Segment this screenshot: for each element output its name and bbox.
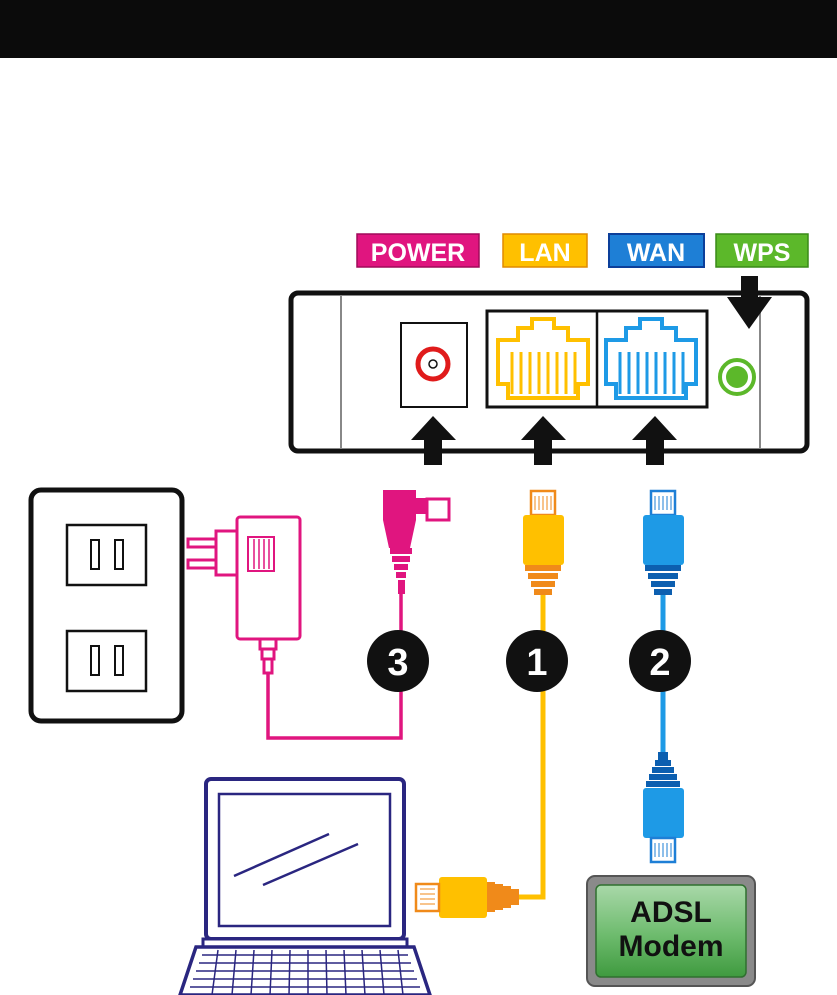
wan-label: WAN (609, 234, 704, 267)
lan-label-text: LAN (519, 239, 570, 267)
step-1-number: 1 (526, 642, 547, 684)
wps-label: WPS (716, 234, 808, 267)
power-adapter-icon (188, 517, 401, 738)
lan-label: LAN (503, 234, 587, 267)
step-2-badge: 2 (629, 630, 691, 692)
wall-outlet-icon (31, 490, 182, 721)
wps-button (720, 360, 754, 394)
step-3-number: 3 (387, 642, 408, 684)
modem-label-line2: Modem (619, 930, 724, 963)
laptop-icon (180, 779, 430, 995)
lan-cable-icon (416, 491, 564, 918)
step-2-number: 2 (649, 642, 670, 684)
dc-plug-icon (383, 490, 449, 594)
step-3-badge: 3 (367, 630, 429, 692)
wps-label-text: WPS (734, 239, 791, 267)
power-port (401, 323, 467, 407)
power-label-text: POWER (371, 239, 465, 267)
wan-label-text: WAN (627, 239, 685, 267)
step-1-badge: 1 (506, 630, 568, 692)
adsl-modem-box: ADSL Modem (587, 876, 755, 986)
modem-label-line1: ADSL (630, 896, 712, 929)
power-label: POWER (357, 234, 479, 267)
